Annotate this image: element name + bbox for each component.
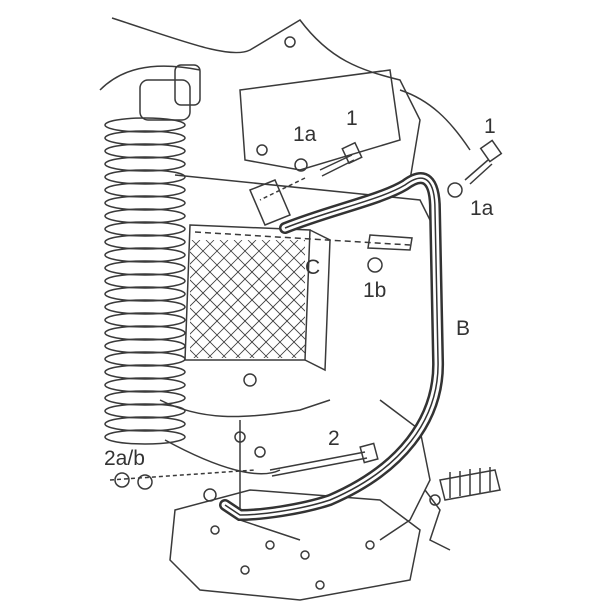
- radiator-mesh-line: [249, 302, 305, 358]
- bellows-ring: [104, 234, 186, 250]
- label-bolt-lower: 2: [328, 427, 340, 450]
- radiator-mesh-line: [233, 240, 305, 312]
- label-washer-top-right: 1a: [470, 197, 494, 220]
- bellows-ring: [104, 299, 186, 315]
- bellows-ring: [104, 221, 186, 237]
- bellows-ring: [104, 143, 186, 159]
- radiator-mesh-line: [190, 240, 243, 293]
- bellows-ring: [104, 351, 186, 367]
- radiator: [184, 224, 331, 372]
- bellows-ring: [104, 195, 186, 211]
- bellows-ring: [104, 416, 186, 432]
- bellows-ring: [104, 312, 186, 328]
- bellows-ring: [104, 338, 186, 354]
- bellows-ring: [104, 208, 186, 224]
- radiator-mesh-line: [219, 240, 305, 326]
- bellows-ring: [104, 117, 186, 133]
- bellows-ring: [104, 273, 186, 289]
- radiator-mesh-line: [190, 240, 215, 265]
- bellows-ring: [104, 130, 186, 146]
- radiator-mesh-line: [190, 307, 241, 358]
- bellows-ring: [104, 390, 186, 406]
- skid-plate: [169, 489, 421, 601]
- frame-outline: [99, 17, 471, 541]
- bellows-ring: [104, 377, 186, 393]
- radiator-mesh-line: [261, 240, 305, 284]
- bellows-ring: [104, 156, 186, 172]
- bellows-ring: [104, 182, 186, 198]
- bellows-ring: [104, 286, 186, 302]
- label-bolt-top-right: 1: [484, 115, 496, 138]
- radiator-mesh-line: [247, 240, 305, 298]
- radiator-mesh-line: [190, 251, 297, 358]
- crash-bar: [219, 172, 445, 522]
- label-bolt-top-center: 1: [346, 107, 358, 130]
- label-bracket: C: [305, 256, 321, 279]
- bellows-ring: [104, 429, 186, 445]
- radiator-mesh-line: [190, 335, 213, 358]
- bellows-ring: [104, 325, 186, 341]
- bellows-ring: [104, 260, 186, 276]
- bolts: [109, 139, 503, 502]
- foot-peg: [424, 467, 501, 551]
- label-washer-lower-left: 2a/b: [104, 447, 145, 470]
- radiator-mesh-line: [190, 240, 229, 279]
- radiator-mesh-line: [190, 293, 255, 358]
- radiator-mesh-line: [190, 321, 227, 358]
- radiator-mesh-line: [277, 330, 305, 358]
- shock-absorber: [104, 64, 201, 445]
- bracket-c: [194, 231, 413, 251]
- label-nut-center: 1b: [363, 279, 387, 302]
- radiator-mesh-line: [263, 316, 305, 358]
- label-crash-bar: B: [456, 317, 471, 340]
- radiator-mesh-line: [205, 240, 305, 340]
- bellows-ring: [104, 403, 186, 419]
- radiator-mesh-line: [190, 279, 269, 358]
- radiator-mesh-line: [191, 240, 305, 354]
- bellows-ring: [104, 247, 186, 263]
- radiator-mesh-line: [275, 240, 305, 270]
- label-washer-top-center: 1a: [293, 123, 317, 146]
- bellows-ring: [104, 169, 186, 185]
- radiator-mesh-line: [190, 265, 283, 358]
- bellows-ring: [104, 364, 186, 380]
